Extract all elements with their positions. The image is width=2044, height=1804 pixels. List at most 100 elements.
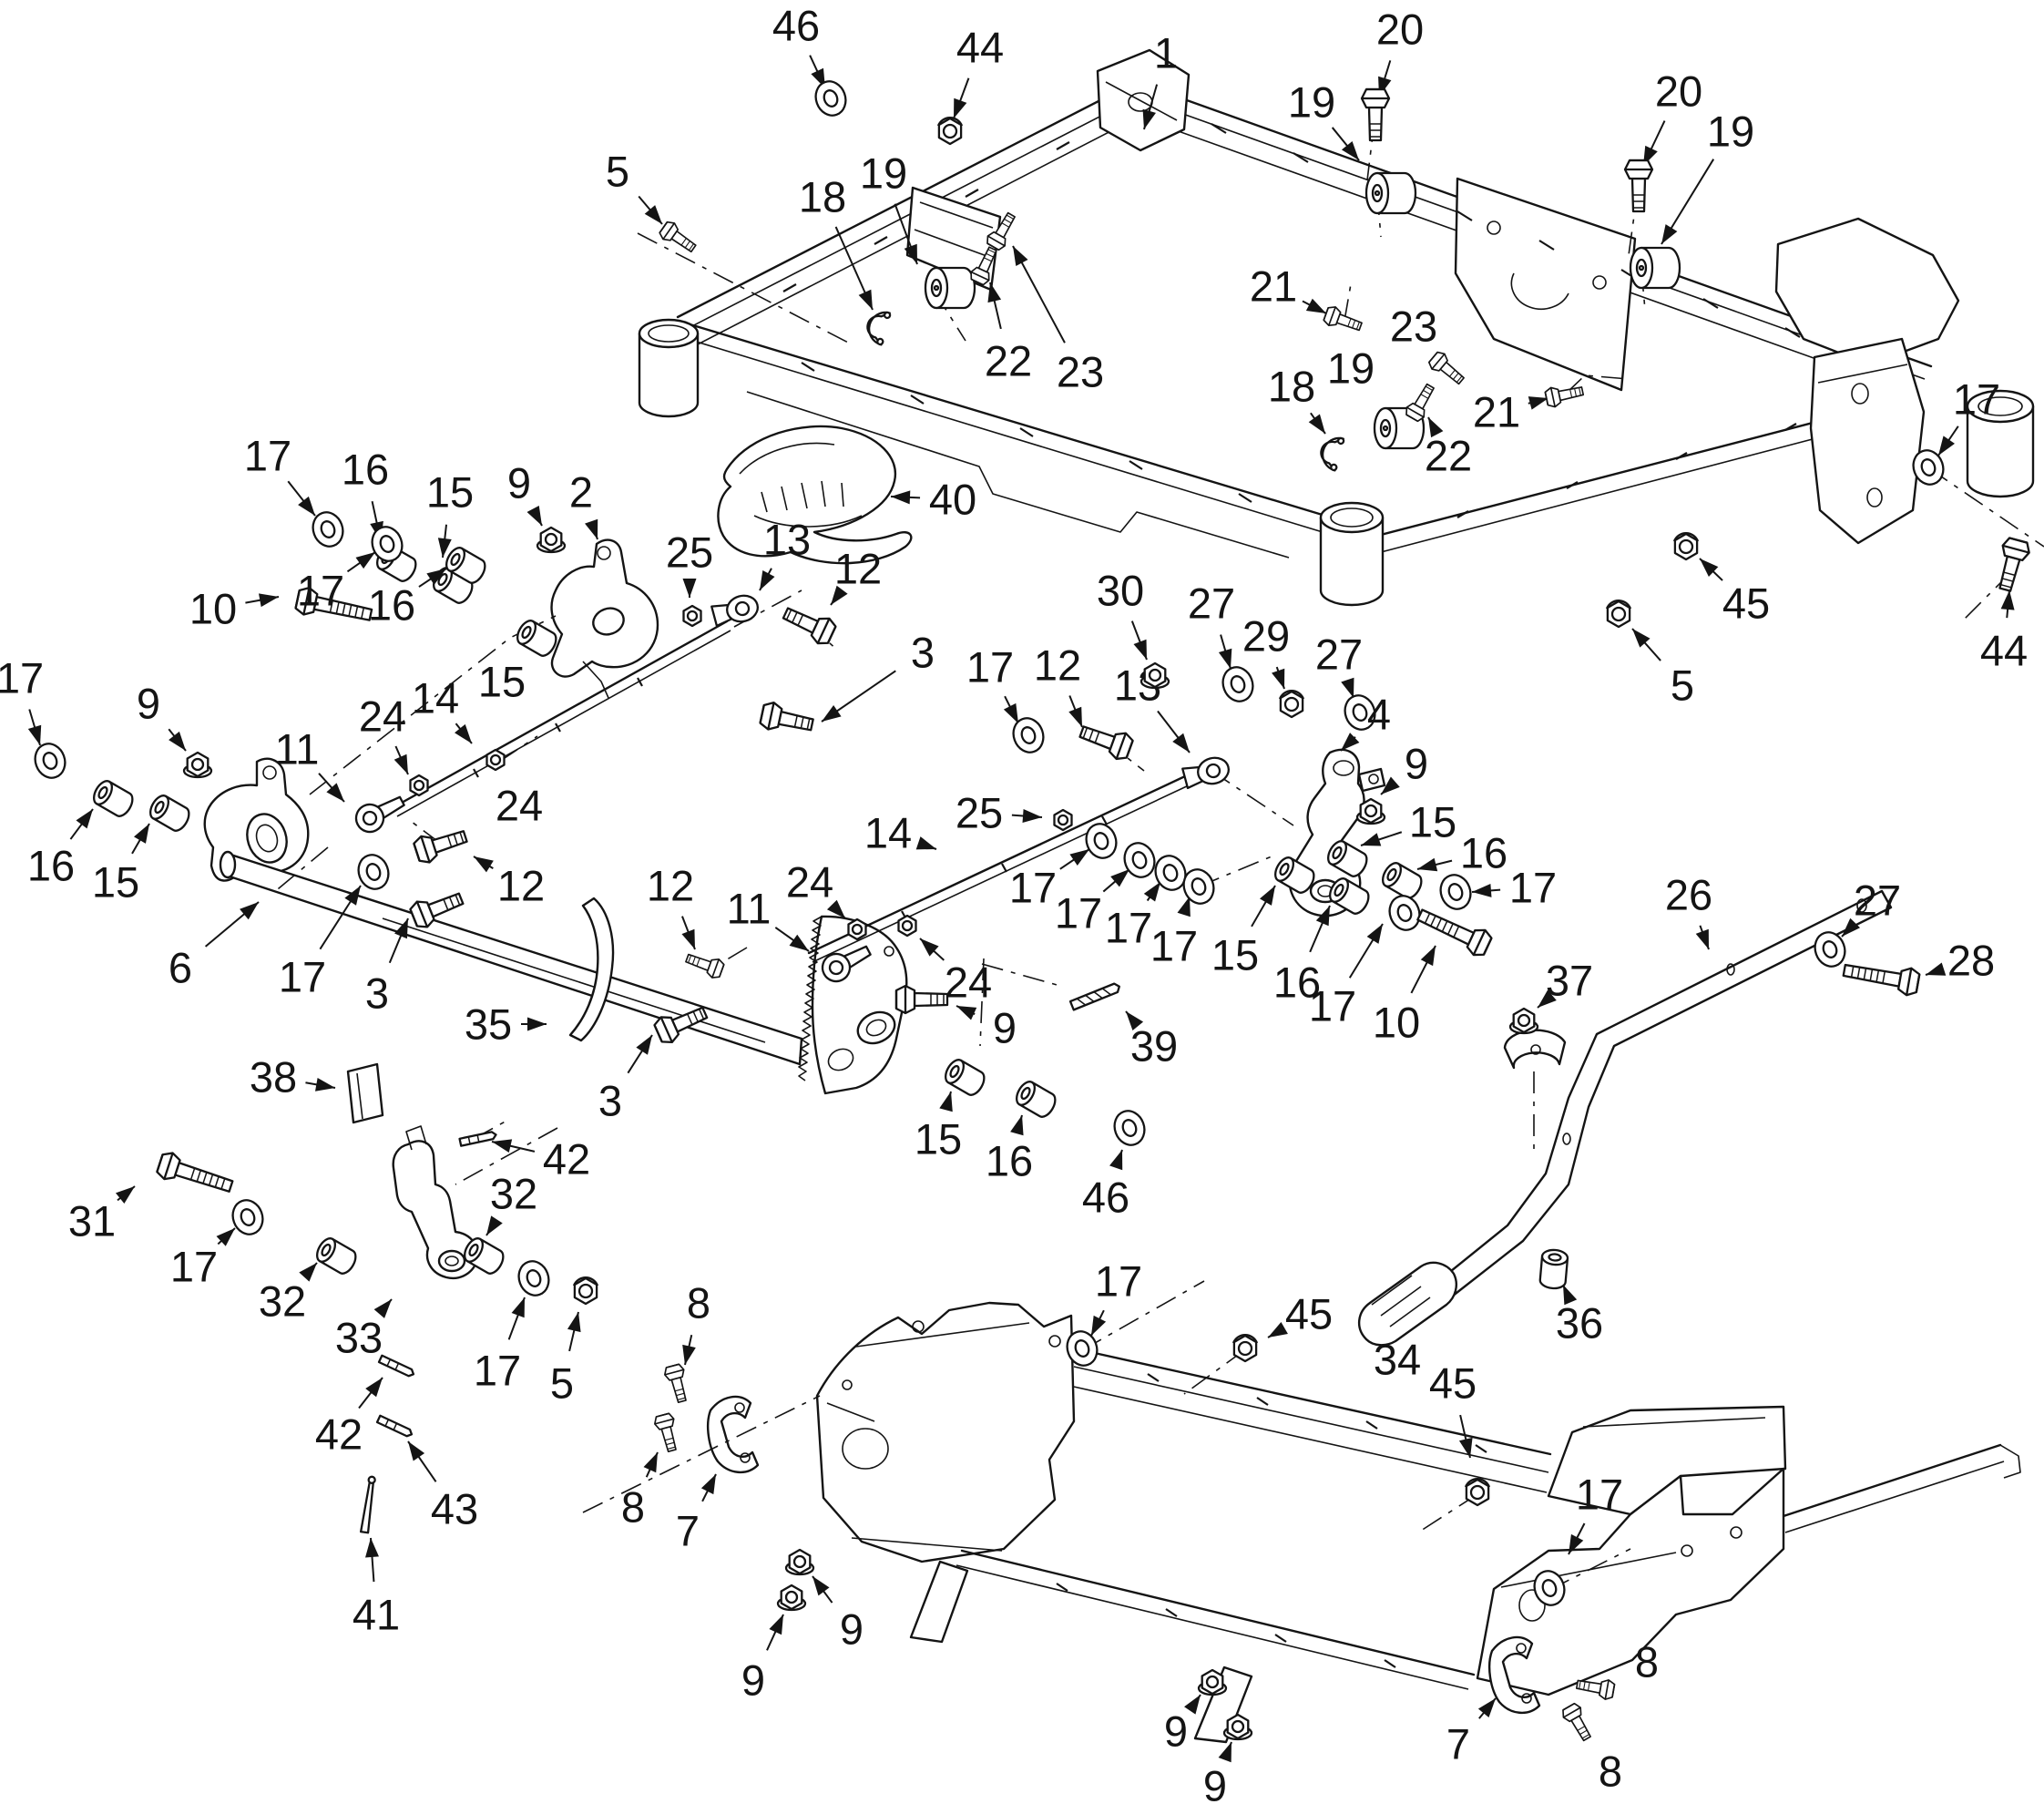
callout-40: 40 [890, 476, 976, 524]
callout-27: 27 [1188, 579, 1254, 702]
callout-27: 27 [1814, 876, 1901, 968]
part-number-label: 17 [0, 654, 44, 702]
clamp-bracket-7-right [1488, 1635, 1541, 1714]
callout-17: 17 [0, 654, 66, 779]
callout-30: 30 [1097, 567, 1170, 690]
part-number-label: 38 [250, 1053, 297, 1102]
part-number-label: 11 [275, 725, 320, 774]
part-number-label: 8 [687, 1279, 710, 1327]
part-number-label: 7 [676, 1507, 700, 1555]
leader-arrowhead [1109, 1150, 1123, 1171]
brand-decal [717, 425, 913, 565]
balljoint-icon [710, 594, 759, 628]
leader-arrowhead [636, 1035, 652, 1055]
boltlong-icon [1842, 963, 1921, 997]
part-number-label: 27 [1188, 579, 1235, 628]
leader-arrowhead [954, 97, 967, 118]
part-number-label: 16 [368, 581, 415, 630]
leader-arrowhead [1569, 1533, 1584, 1554]
callout-15: 15 [92, 794, 190, 907]
nut-icon [784, 1548, 815, 1576]
washer-icon [814, 80, 847, 117]
leader-arrowhead [956, 1006, 977, 1020]
part-number-label: 17 [1055, 889, 1102, 938]
callout-17: 17 [170, 1199, 264, 1291]
callout-12: 12 [1034, 641, 1134, 761]
callout-9: 9 [741, 1584, 807, 1705]
locknut-icon [936, 117, 964, 146]
boltsm-icon [664, 1363, 687, 1404]
damper-icon [1364, 171, 1417, 215]
callout-12: 12 [647, 862, 725, 979]
boltsm-icon [1427, 351, 1465, 385]
callout-32: 32 [464, 1170, 537, 1275]
clevis-icon [821, 945, 872, 983]
part-number-label: 15 [478, 658, 526, 706]
callout-8: 8 [1562, 1702, 1622, 1796]
washer-icon [1221, 666, 1254, 702]
part-number-label: 25 [666, 528, 713, 577]
lift-arm-26 [1430, 889, 1893, 1305]
callout-24: 24 [359, 692, 429, 797]
leader-arrowhead [437, 538, 452, 558]
part-number-label: 36 [1556, 1299, 1603, 1348]
leader-arrowhead [1068, 706, 1082, 727]
part-number-label: 17 [1150, 922, 1198, 970]
part-number-label: 17 [1953, 375, 2000, 424]
jamnut-icon [682, 604, 702, 628]
jamnut-icon [485, 748, 506, 772]
locknut-icon [1605, 600, 1632, 629]
jamnut-icon [847, 917, 867, 941]
damper-icon [1629, 246, 1681, 290]
callout-21: 21 [1473, 386, 1585, 436]
callout-25: 25 [666, 528, 713, 628]
leader-arrowhead [920, 938, 939, 957]
callout-45: 45 [1429, 1359, 1491, 1507]
leader-arrowhead [643, 1452, 658, 1473]
part-number-label: 4 [1367, 691, 1391, 739]
part-number-label: 3 [598, 1077, 622, 1125]
callout-17: 17 [1009, 823, 1118, 912]
pin-icon [377, 1354, 415, 1378]
leader-arrowhead [1184, 1695, 1201, 1715]
callout-10: 10 [1373, 908, 1493, 1047]
callout-45: 45 [1232, 1290, 1333, 1363]
washer-icon [1154, 855, 1187, 891]
leader-arrowhead [115, 1186, 135, 1204]
callout-17: 17 [297, 526, 404, 615]
leader-arrowhead [681, 928, 695, 949]
washer-icon [1533, 1570, 1566, 1606]
part-number-label: 29 [1242, 612, 1290, 661]
leader-arrowhead [1563, 1285, 1578, 1306]
part-number-label: 24 [496, 782, 543, 830]
leader-arrowhead [426, 569, 446, 585]
key-38 [346, 1062, 384, 1124]
part-number-label: 24 [945, 958, 992, 1007]
clamp-icon [866, 311, 892, 346]
callout-16: 16 [368, 547, 486, 630]
part-number-label: 19 [860, 149, 907, 198]
callout-8: 8 [621, 1412, 677, 1532]
leader-arrowhead [133, 824, 149, 844]
leader-arrowhead [1477, 1698, 1496, 1717]
callout-11: 11 [275, 725, 405, 834]
nut-icon [1140, 661, 1170, 690]
callout-16: 16 [27, 780, 134, 890]
callout-8: 8 [664, 1279, 710, 1404]
boltsm-icon [1562, 1702, 1591, 1742]
callout-21: 21 [1250, 262, 1363, 332]
callout-17: 17 [1105, 855, 1187, 952]
leader-arrowhead [1366, 924, 1383, 944]
callout-17: 17 [966, 643, 1045, 753]
callout-12: 12 [413, 830, 545, 910]
leader-arrowhead [394, 918, 408, 939]
part-number-label: 31 [68, 1197, 116, 1245]
callout-14: 14 [412, 674, 473, 744]
callout-13: 13 [710, 516, 811, 628]
leader-arrowhead [1341, 677, 1354, 698]
nut-icon [1355, 797, 1386, 825]
callout-46: 46 [1082, 1110, 1146, 1222]
leader-arrowhead [492, 1139, 513, 1153]
leader-arrowhead [486, 1215, 503, 1235]
